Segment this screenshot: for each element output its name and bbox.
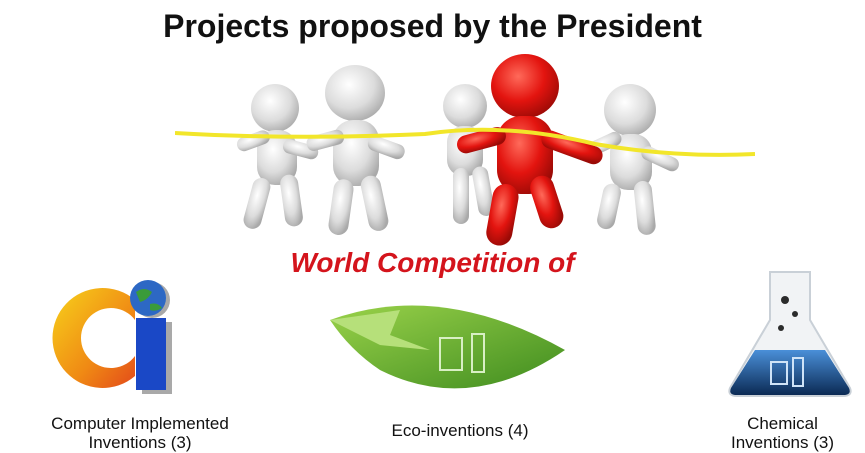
runners-illustration: [175, 54, 755, 246]
category-label-eco-inventions: Eco-inventions (4): [391, 421, 529, 440]
flask-logo-icon: [728, 271, 852, 397]
finish-ribbon: [175, 127, 755, 157]
runner-red-leader: [457, 54, 603, 246]
ci-globe-logo-icon: [52, 280, 172, 394]
runner-white-1: [236, 84, 319, 229]
page-title: Projects proposed by the President: [163, 8, 702, 44]
runner-white-3: [443, 84, 495, 224]
subtitle: World Competition of: [290, 247, 575, 278]
category-label-chemical-inventions: Chemical Inventions (3): [731, 414, 834, 452]
category-label-computer-implemented: Computer Implemented Inventions (3): [51, 414, 229, 452]
runner-white-2: [306, 65, 405, 235]
leaf-logo-icon: [330, 305, 565, 389]
